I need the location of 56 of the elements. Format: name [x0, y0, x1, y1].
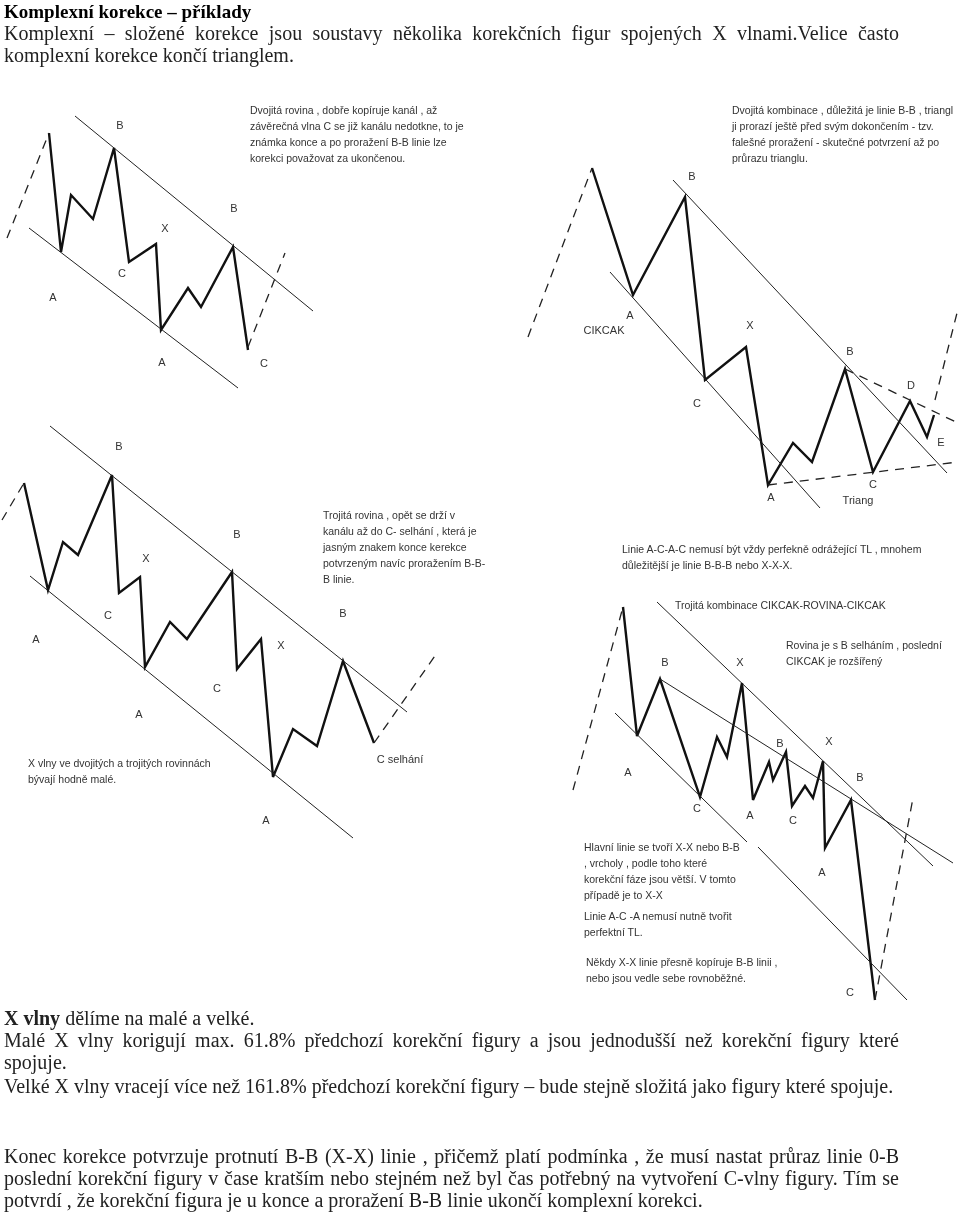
wave-label: C: [846, 986, 854, 998]
wave-label: B: [116, 119, 124, 131]
wave-label: C: [869, 478, 877, 490]
wave-label: A: [626, 309, 634, 321]
wave-label: X: [736, 656, 744, 668]
wave-label: B: [230, 202, 238, 214]
wave-label: C: [104, 609, 112, 621]
wave-label: C: [789, 814, 797, 826]
wave-label: C: [118, 267, 126, 279]
wave-label: B: [233, 528, 241, 540]
body-paragraph: Malé X vlny korigují max. 61.8% předchozí korekční figury a jsou jednodušší než korekční figury které spojuje.: [4, 1029, 899, 1073]
wave-label: X: [161, 222, 169, 234]
wave-label: B: [688, 170, 696, 182]
wave-label: C: [213, 682, 221, 694]
annotation-text: Trojitá kombinace CIKCAK-ROVINA-CIKCAK: [675, 598, 887, 613]
wave-label: A: [158, 356, 166, 368]
wave-label: B: [115, 440, 123, 452]
wave-label: A: [818, 866, 826, 878]
annotation-text: Rovina je s B selháním , poslední CIKCAK je rozšířený: [786, 638, 943, 669]
wave-label: X: [142, 552, 150, 564]
annotation-text: Hlavní linie se tvoří X-X nebo B-B , vrcholy , podle toho které korekční fáze jsou větší. V tomto případě je to X-X: [584, 840, 741, 903]
wave-label: X: [277, 639, 285, 651]
body-paragraph: Velké X vlny vracejí více než 161.8% předchozí korekční figury – bude stejně složitá jako figury které spojuje.: [4, 1075, 895, 1097]
wave-label: A: [135, 708, 143, 720]
wave-label: CIKCAK: [583, 324, 625, 336]
wave-label: A: [746, 809, 754, 821]
wave-label: A: [49, 291, 57, 303]
annotation-text: X vlny ve dvojitých a trojitých rovinnách bývají hodně malé.: [28, 756, 212, 787]
wave-label: A: [767, 491, 775, 503]
wave-label: X: [825, 735, 833, 747]
wave-label: E: [937, 436, 945, 448]
wave-label: X: [746, 319, 754, 331]
annotation-text: Linie A-C-A-C nemusí být vždy perfekně odrážející TL , mnohem důležitější je linie B-B-B nebo X-X-X.: [622, 542, 923, 573]
wave-label: A: [624, 766, 632, 778]
annotation-text: Linie A-C -A nemusí nutně tvořit perfektní TL.: [584, 909, 733, 940]
wave-label: D: [907, 379, 915, 391]
annotation-text: Trojitá rovina , opět se drží v kanálu až do C- selhání , která je jasným znakem konce kerekce potvrzeným navíc proražením B-B-B linie.: [323, 508, 487, 587]
annotation-text: Dvojitá rovina , dobře kopíruje kanál , až závěrečná vlna C se již kanálu nedotkne, to je známka konce a po proražení B-B linie lze korekci považovat za ukončenou.: [250, 103, 465, 166]
body-paragraph: Komplexní – složené korekce jsou soustavy několika korekčních figur spojených X vlnami.Velice často komplexní korekce končí trianglem.: [4, 22, 899, 66]
body-paragraph: Konec korekce potvrzuje protnutí B-B (X-X) linie , přičemž platí podmínka , že musí nastat průraz linie 0-B poslední korekční figury v čase kratším nebo stejném než byl čas potřebný na vytvoření C-vlny figury. Tím se potvrdí , že korekční figura je u konce a proražení B-B linie ukončí komplexní korekci.: [4, 1145, 899, 1211]
page-title: Komplexní korekce – příklady: [4, 1, 252, 23]
wave-label: B: [339, 607, 347, 619]
wave-label: C: [693, 802, 701, 814]
annotation-text: Někdy X-X linie přesně kopíruje B-B linii , nebo jsou vedle sebe rovnoběžné.: [586, 955, 779, 986]
wave-label: B: [776, 737, 784, 749]
body-paragraph: X vlny dělíme na malé a velké.: [4, 1007, 256, 1029]
annotation-text: Dvojitá kombinace , důležitá je linie B-B , triangl ji prorazí ještě před svým dokončením - tzv. falešné proražení - skutečné potvrzení až po průrazu trianglu.: [732, 103, 954, 166]
wave-label: B: [856, 771, 864, 783]
wave-label: C: [260, 357, 268, 369]
wave-label: C selhání: [376, 753, 424, 765]
wave-label: Triang: [842, 494, 874, 506]
wave-label: B: [661, 656, 669, 668]
wave-label: A: [32, 633, 40, 645]
wave-label: B: [846, 345, 854, 357]
wave-label: A: [262, 814, 270, 826]
wave-label: C: [693, 397, 701, 409]
